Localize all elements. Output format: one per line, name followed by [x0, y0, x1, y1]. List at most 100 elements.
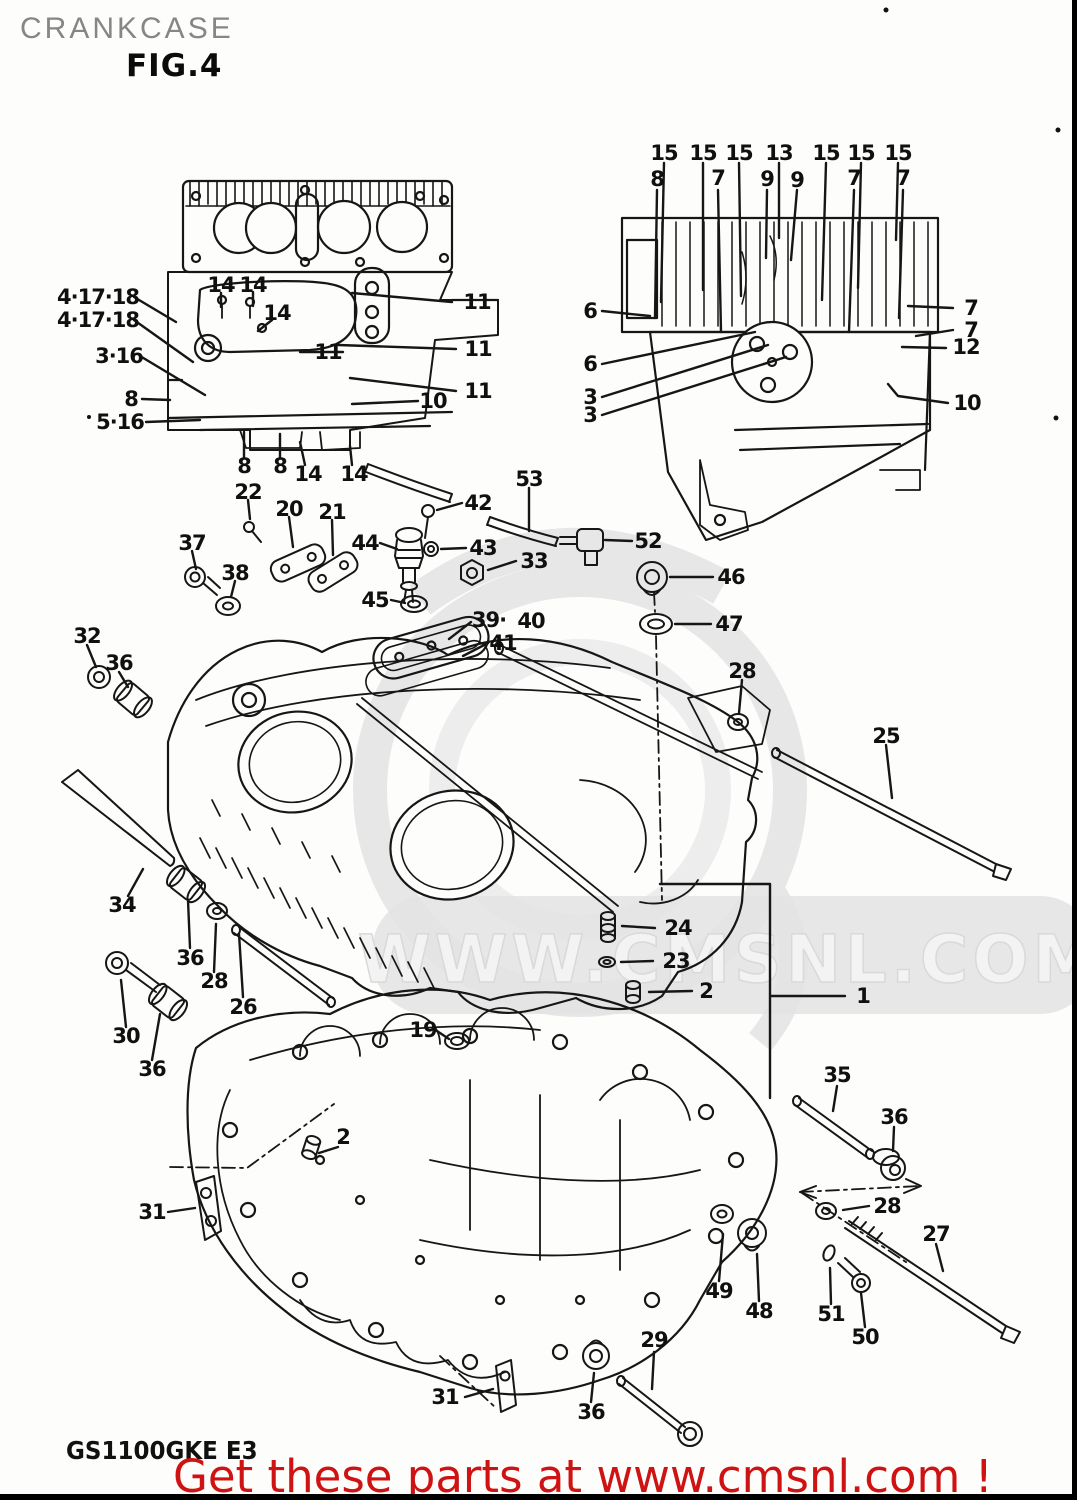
centerline-arrows — [799, 1178, 922, 1199]
page-border-bottom — [0, 1494, 1077, 1500]
part-label: 7 — [964, 296, 979, 320]
gasket-45 — [400, 595, 428, 613]
part-label: 33 — [520, 549, 548, 573]
leader-lines — [85, 161, 955, 1404]
part-label: 6 — [583, 352, 598, 376]
part-label: 27 — [922, 1222, 950, 1246]
part-label: 36 — [176, 946, 204, 970]
page-title: CRANKCASE — [20, 12, 234, 45]
part-label: 39· — [471, 608, 507, 632]
bushing-36d — [872, 1148, 906, 1181]
part-label: 22 — [234, 480, 262, 504]
part-label: 34 — [108, 893, 136, 917]
part-label: 7 — [896, 166, 911, 190]
watermark-text: WWW.CMSNL.COM — [358, 921, 1077, 998]
part-label: 8 — [124, 387, 139, 411]
part-label: 40 — [517, 609, 545, 633]
part-label: 46 — [717, 565, 745, 589]
part-label: 36 — [880, 1105, 908, 1129]
part-label: 49 — [705, 1279, 733, 1303]
part-label: 11 — [314, 340, 342, 364]
part-label: 20 — [275, 497, 303, 521]
part-label: 9 — [760, 167, 775, 191]
scan-artifacts — [87, 7, 1061, 421]
part-label: 36 — [105, 651, 133, 675]
part-label: 50 — [851, 1325, 879, 1349]
spacer-36a — [113, 679, 153, 719]
bolt-30 — [105, 951, 161, 993]
lower-crankcase-half — [186, 988, 778, 1396]
washer-49 — [710, 1204, 734, 1224]
part-label: 41 — [489, 631, 517, 655]
part-label: 4·17·18 — [56, 308, 140, 332]
plug-46 — [636, 561, 668, 593]
part-label: 52 — [634, 529, 662, 553]
oring-43 — [423, 541, 439, 557]
part-label: 1 — [856, 984, 871, 1008]
part-label: 7 — [711, 166, 726, 190]
oring-19 — [444, 1032, 470, 1050]
part-label: 53 — [515, 467, 543, 491]
upper-crankcase-half — [166, 615, 771, 1014]
pin-34 — [61, 769, 176, 867]
assembly-bracket-1 — [658, 882, 847, 1100]
page-border-right — [1072, 0, 1077, 1500]
part-label: 51 — [817, 1302, 845, 1326]
part-label: 14 — [263, 301, 291, 325]
part-label: 28 — [873, 1194, 901, 1218]
part-label: 15 — [725, 141, 753, 165]
part-label: 7 — [847, 166, 862, 190]
part-label: 7 — [964, 318, 979, 342]
part-label: 45 — [361, 588, 389, 612]
hose-53b — [486, 516, 559, 547]
rod-26 — [231, 924, 336, 1008]
part-label: 8 — [273, 454, 288, 478]
hose-53a — [364, 463, 453, 503]
part-label: 38 — [221, 561, 249, 585]
part-label: 31 — [138, 1200, 166, 1224]
part-label: 11 — [464, 337, 492, 361]
part-label: 10 — [953, 391, 981, 415]
part-label: 36 — [138, 1057, 166, 1081]
bolt-32 — [87, 665, 111, 689]
part-label: 8 — [650, 167, 665, 191]
washer-28b — [206, 902, 228, 920]
part-label: 15 — [650, 141, 678, 165]
centerlines — [169, 591, 921, 1409]
dowel-2a — [625, 980, 641, 1004]
part-label: 43 — [469, 536, 497, 560]
promo-banner-link[interactable]: Get these parts at www.cmsnl.com ! — [173, 1450, 993, 1500]
washer-28c — [815, 1202, 837, 1220]
part-label: 3 — [583, 385, 598, 409]
part-label: 30 — [112, 1024, 140, 1048]
part-label: 2 — [699, 979, 714, 1003]
part-label: 10 — [419, 389, 447, 413]
part-label: 2 — [336, 1125, 351, 1149]
part-label: 4·17·18 — [56, 285, 140, 309]
bracket-31a — [195, 1175, 222, 1241]
model-code: GS1100GKE E3 — [66, 1436, 258, 1465]
pin-35 — [792, 1095, 875, 1160]
part-label: 32 — [73, 624, 101, 648]
part-label: 14 — [239, 273, 267, 297]
part-label: 25 — [872, 724, 900, 748]
part-label: 29 — [640, 1328, 668, 1352]
bolt-27 — [844, 1216, 1021, 1344]
part-label: 28 — [728, 659, 756, 683]
part-label: 13 — [765, 141, 793, 165]
part-label: 44 — [351, 531, 379, 555]
breather-44 — [394, 527, 424, 603]
dowel-2b — [301, 1135, 322, 1161]
bolt-29 — [616, 1375, 703, 1447]
washer-38 — [215, 596, 241, 616]
part-label: 24 — [664, 916, 692, 940]
part-label: 15 — [812, 141, 840, 165]
union-52 — [559, 528, 604, 566]
part-label: 36 — [577, 1400, 605, 1424]
part-label: 37 — [178, 531, 206, 555]
stud-25 — [771, 747, 1012, 881]
part-label: 47 — [715, 612, 743, 636]
nut-33 — [460, 559, 484, 586]
